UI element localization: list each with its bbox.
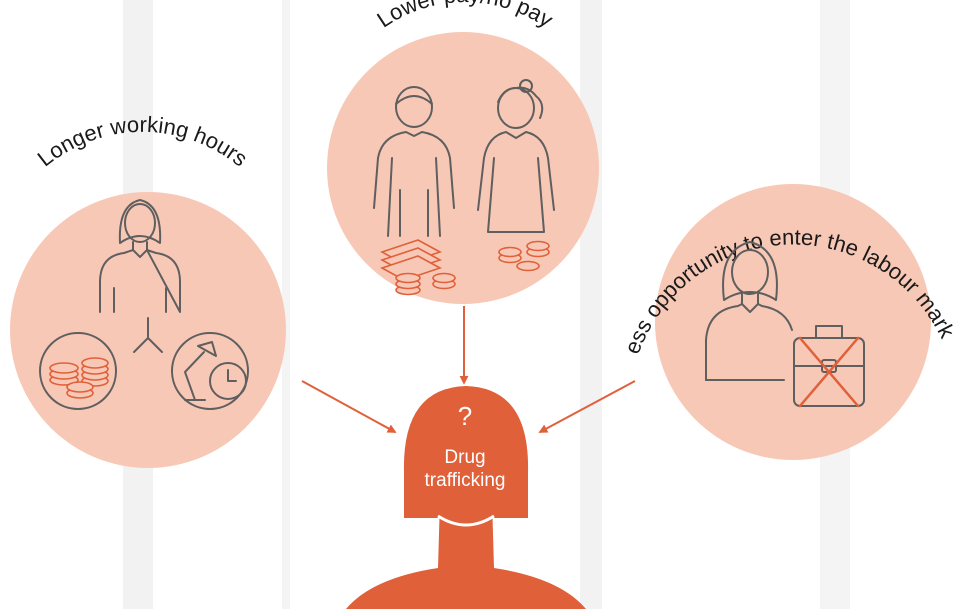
question-mark: ? xyxy=(458,401,472,431)
left-woman-icon xyxy=(99,199,181,313)
figure-label-line2: trafficking xyxy=(425,470,506,491)
coins-in-circle-icon xyxy=(39,332,117,410)
chin-outline xyxy=(437,514,495,527)
lamp-clock-in-circle-icon xyxy=(171,332,249,410)
person-silhouette-icon xyxy=(346,386,586,609)
man-icon xyxy=(373,86,455,237)
crossed-briefcase-icon xyxy=(793,325,865,408)
arrows xyxy=(301,306,636,433)
right-woman-icon xyxy=(705,241,793,381)
branch-connector xyxy=(133,317,163,353)
banknotes-coins-icon xyxy=(380,239,550,296)
right-circle xyxy=(655,184,931,460)
center-circle xyxy=(327,32,599,304)
figure-label-line1: Drug xyxy=(444,447,485,468)
center-circle-label: Lower pay/no pay xyxy=(372,0,557,32)
center-woman-icon xyxy=(477,79,555,233)
